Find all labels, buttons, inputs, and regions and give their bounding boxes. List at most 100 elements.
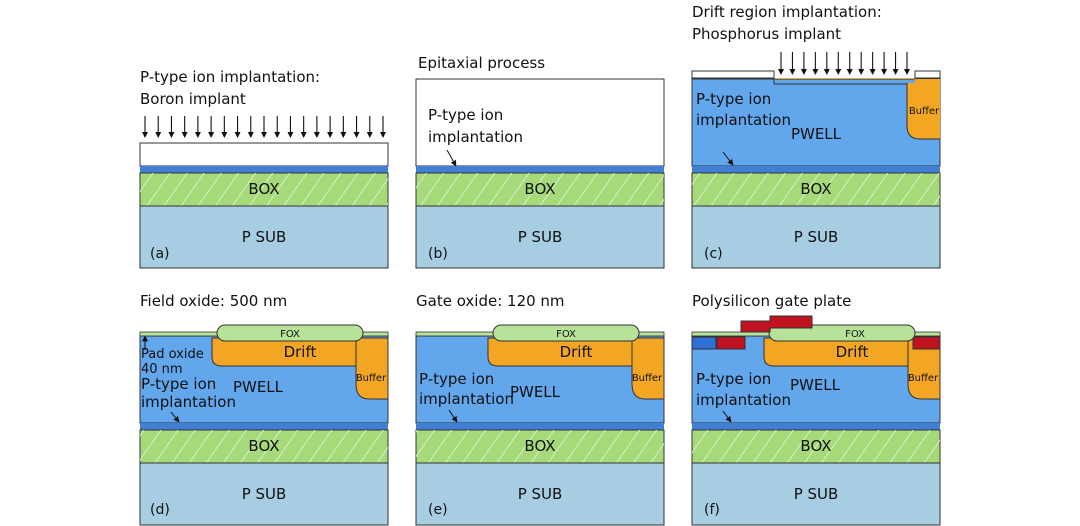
panel-c: Drift region implantation: Phosphorus im… (691, 3, 941, 269)
panel-a-caption-line2: Boron implant (140, 90, 246, 108)
panel-f-caption-line1: Polysilicon gate plate (692, 292, 851, 310)
sub-label-c: P SUB (794, 228, 839, 246)
implant-arrow-c-head (812, 69, 819, 75)
drift-label-d: Drift (284, 343, 317, 361)
panel-d-tag: (d) (150, 502, 170, 518)
sub-label-d: P SUB (242, 485, 287, 503)
box-label-f: BOX (800, 437, 831, 455)
box-label-a: BOX (248, 180, 279, 198)
box-hatch-f (692, 430, 940, 463)
implant-arrow-a-head (300, 132, 307, 138)
box-label-c: BOX (800, 180, 831, 198)
implant-arrow-a-head (181, 132, 188, 138)
implant-arrow-c-head (835, 69, 842, 75)
implant-arrow-c-head (892, 69, 899, 75)
source-poly-f (716, 336, 746, 350)
panel-c-caption-line2: Phosphorus implant (692, 25, 841, 43)
box-hatch-d (140, 430, 388, 463)
buffer-label-e: Buffer (632, 373, 663, 384)
sub-layer-b (415, 205, 665, 269)
buffer-label-f: Buffer (908, 373, 939, 384)
drift-region-e (487, 337, 665, 400)
box-label-e: BOX (524, 437, 555, 455)
pwell-label-e: PWELL (510, 383, 561, 401)
panel-e-caption-line1: Gate oxide: 120 nm (416, 292, 565, 310)
panel-d-caption-line1: Field oxide: 500 nm (140, 292, 287, 310)
implant-arrow-a-head (274, 132, 281, 138)
panel-c-caption-line1: Drift region implantation: (692, 3, 882, 21)
drift-region-f (763, 337, 941, 400)
silicon-film-a (139, 142, 389, 167)
fox-label-d: FOX (280, 329, 300, 340)
implant-layer-d (140, 423, 388, 430)
implant-arrow-a-head (194, 132, 201, 138)
implant-arrow-a-head (353, 132, 360, 138)
panel-e: Gate oxide: 120 nm FOX Drift Buffer P-ty… (415, 292, 665, 526)
sub-label-e: P SUB (518, 485, 563, 503)
implant-arrow-a-head (208, 132, 215, 138)
box-label-b: BOX (524, 180, 555, 198)
sub-layer-a (139, 205, 389, 269)
buffer-outline-c (906, 83, 940, 140)
sub-label-b: P SUB (518, 228, 563, 246)
implant-arrow-a-head (155, 132, 162, 138)
panel-e-tag: (e) (428, 502, 448, 518)
implant-label-c-line1: P-type ion (696, 90, 771, 108)
field-oxide-d (216, 324, 364, 342)
implant-arrow-a-head (327, 132, 334, 138)
implant-arrow-c-head (778, 69, 784, 75)
implant-layer-f (692, 423, 940, 430)
drain-poly-f (912, 336, 941, 350)
box-label-d: BOX (248, 437, 279, 455)
implant-layer-e (416, 423, 664, 430)
implant-label-e-line1: P-type ion (419, 370, 494, 388)
implant-label-d-line2: implantation (141, 393, 236, 411)
implant-arrow-a-head (261, 132, 267, 138)
sub-layer-e (415, 462, 665, 526)
implant-arrow-c-head (869, 69, 876, 75)
pwell-label-c: PWELL (791, 125, 842, 143)
drift-implant-region-c (774, 78, 940, 139)
implant-arrow-a-head (287, 132, 294, 138)
box-hatch-e (416, 430, 664, 463)
pad-oxide-label-d-line1: Pad oxide (141, 347, 204, 362)
pwell-region-c (691, 78, 941, 167)
implant-arrow-c-head (846, 69, 853, 75)
implant-layer-a (140, 166, 388, 173)
pointer-arrow-e (448, 409, 458, 423)
epi-layer-b (415, 78, 665, 167)
implant-arrow-c-head (789, 69, 796, 75)
panel-c-tag: (c) (704, 246, 723, 262)
pointer-arrow-b (446, 149, 457, 167)
implant-layer-b (416, 166, 664, 173)
implant-label-b-line1: P-type ion (428, 106, 503, 124)
sub-layer-f (691, 462, 941, 526)
panel-b-tag: (b) (428, 246, 448, 262)
box-hatch-c (692, 173, 940, 206)
panel-a-caption-line1: P-type ion implantation: (140, 68, 320, 86)
pointer-arrow-d (170, 411, 180, 423)
panel-f-tag: (f) (704, 502, 720, 518)
field-oxide-f (768, 324, 916, 342)
pwell-label-f: PWELL (790, 376, 841, 394)
sub-layer-d (139, 462, 389, 526)
implant-arrow-c-head (823, 69, 830, 75)
panel-b-caption-line1: Epitaxial process (418, 54, 545, 72)
implant-arrow-c-head (881, 69, 888, 75)
fox-label-e: FOX (556, 329, 576, 340)
implant-label-d-line1: P-type ion (141, 375, 216, 393)
implant-arrow-a-head (366, 132, 373, 138)
pointer-arrow-f (722, 410, 732, 423)
drift-outline-c (773, 78, 907, 85)
implant-arrow-c-head (858, 69, 865, 75)
pwell-label-d: PWELL (233, 378, 284, 396)
implant-label-f-line2: implantation (696, 391, 791, 409)
body-contact-f (691, 336, 717, 350)
implant-label-c-line2: implantation (696, 111, 791, 129)
panel-a: P-type ion implantation: Boron implant B… (139, 68, 389, 269)
panel-b: Epitaxial process P-type ion implantatio… (415, 54, 665, 269)
panel-a-tag: (a) (150, 246, 170, 262)
mask-left-c (691, 70, 775, 79)
box-hatch-b (416, 173, 664, 206)
